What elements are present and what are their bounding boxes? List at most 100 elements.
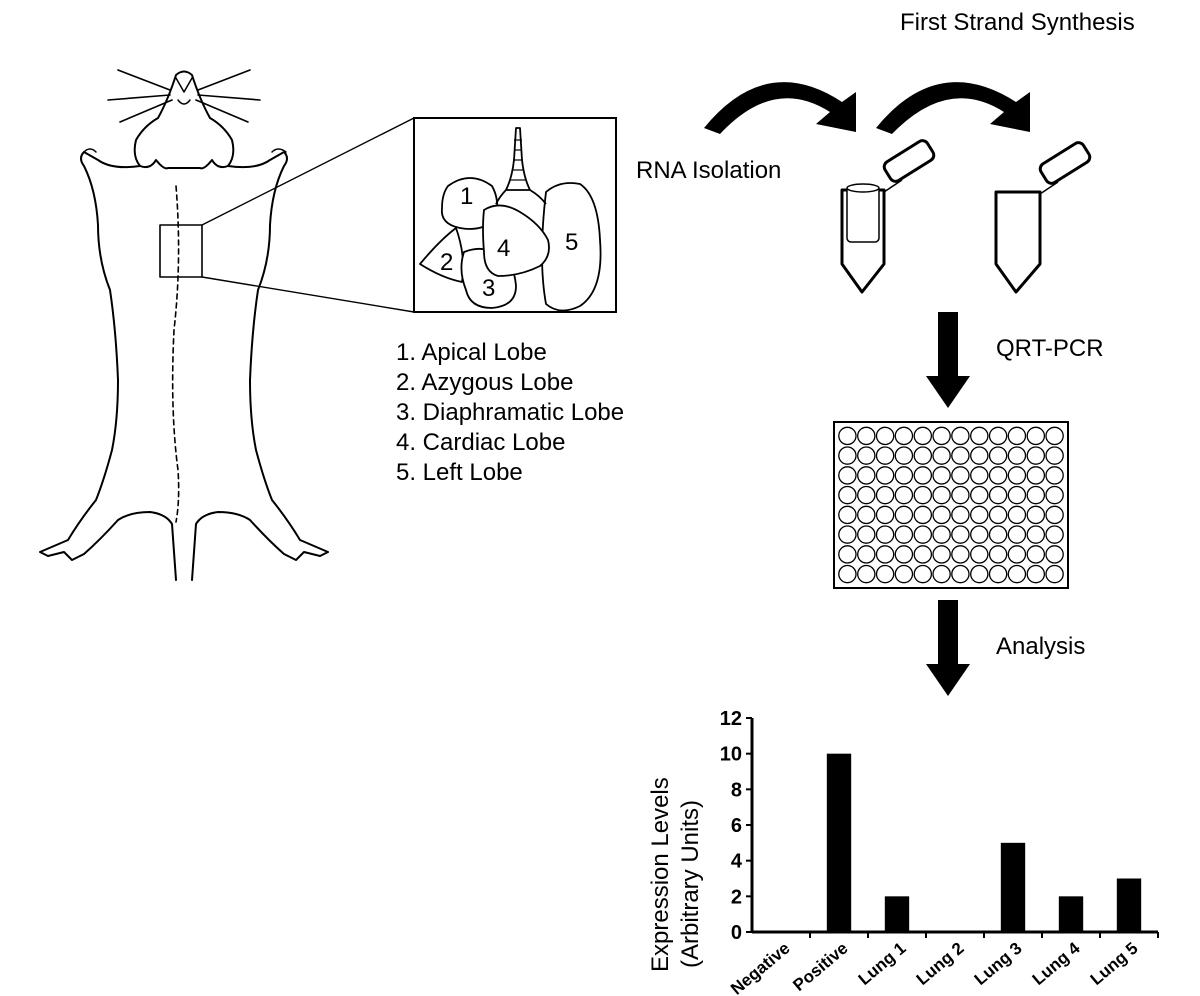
well bbox=[875, 446, 895, 465]
x-tick-label: Positive bbox=[789, 939, 851, 995]
chart-ylabel-line2: (Arbitrary Units) bbox=[677, 800, 704, 968]
tube-empty bbox=[994, 141, 1092, 294]
well bbox=[1026, 485, 1046, 505]
well bbox=[913, 505, 933, 525]
well bbox=[913, 545, 933, 564]
well bbox=[970, 525, 989, 544]
well bbox=[838, 545, 857, 564]
well bbox=[1045, 485, 1064, 505]
well bbox=[838, 485, 857, 505]
well bbox=[932, 466, 951, 485]
well bbox=[988, 426, 1008, 446]
lobe-number-1: 1 bbox=[460, 183, 473, 210]
well bbox=[1045, 525, 1064, 544]
mouse-head bbox=[133, 70, 235, 170]
well-grid bbox=[838, 426, 1064, 584]
well bbox=[857, 545, 876, 564]
well bbox=[988, 485, 1008, 505]
well bbox=[894, 545, 914, 564]
x-tick-label: Lung 4 bbox=[1029, 938, 1084, 989]
well bbox=[1007, 446, 1027, 465]
well bbox=[913, 466, 933, 485]
y-tick-label: 0 bbox=[731, 922, 742, 944]
well-plate bbox=[833, 421, 1069, 589]
well bbox=[894, 505, 914, 525]
well bbox=[970, 485, 989, 505]
well bbox=[1045, 505, 1064, 525]
well bbox=[951, 505, 970, 525]
well bbox=[1026, 545, 1046, 564]
first-strand-synthesis-label: First Strand Synthesis bbox=[900, 9, 1135, 36]
well bbox=[1007, 466, 1027, 485]
well bbox=[988, 446, 1008, 465]
well bbox=[932, 446, 951, 465]
x-tick-label: Lung 5 bbox=[1087, 939, 1142, 989]
well bbox=[988, 545, 1008, 564]
well bbox=[932, 564, 951, 584]
x-tick-label: Lung 3 bbox=[971, 939, 1026, 989]
well bbox=[932, 525, 951, 544]
well bbox=[1026, 564, 1046, 584]
chart-ylabel-line1: Expression Levels bbox=[647, 777, 674, 972]
well bbox=[970, 545, 989, 564]
well bbox=[838, 564, 857, 584]
y-tick-label: 8 bbox=[731, 779, 742, 801]
well bbox=[988, 466, 1008, 485]
lobe-number-2: 2 bbox=[440, 249, 453, 276]
well bbox=[838, 525, 857, 544]
well bbox=[970, 505, 989, 525]
lobe-legend: 1. Apical Lobe 2. Azygous Lobe 3. Diaphr… bbox=[396, 339, 624, 486]
rna-isolation-arrow bbox=[704, 82, 856, 134]
well bbox=[913, 485, 933, 505]
lung-inset: 1 2 3 4 5 bbox=[413, 117, 617, 313]
well bbox=[951, 426, 970, 446]
well bbox=[970, 426, 989, 446]
well bbox=[894, 466, 914, 485]
well bbox=[932, 545, 951, 564]
y-tick-label: 2 bbox=[731, 886, 742, 908]
well bbox=[913, 564, 933, 584]
y-tick-label: 4 bbox=[731, 851, 743, 873]
well bbox=[875, 426, 895, 446]
well bbox=[1045, 564, 1064, 584]
well bbox=[1007, 485, 1027, 505]
x-tick-label: Negative bbox=[727, 939, 794, 996]
well bbox=[875, 525, 895, 544]
well bbox=[1026, 466, 1046, 485]
well bbox=[857, 466, 876, 485]
well bbox=[838, 426, 857, 446]
well bbox=[1026, 426, 1046, 446]
well bbox=[857, 525, 876, 544]
well bbox=[1045, 466, 1064, 485]
lobe-number-5: 5 bbox=[565, 229, 578, 256]
well bbox=[857, 485, 876, 505]
well bbox=[970, 466, 989, 485]
lobe-cardiac bbox=[482, 204, 550, 277]
well bbox=[1007, 505, 1027, 525]
well bbox=[838, 446, 857, 465]
well bbox=[857, 446, 876, 465]
expression-chart: Expression Levels (Arbitrary Units) 0 2 4 6… bbox=[647, 708, 1159, 996]
y-tick-label: 6 bbox=[731, 815, 742, 837]
y-tick-label: 12 bbox=[720, 708, 742, 730]
well bbox=[1045, 446, 1064, 465]
curved-arrows bbox=[704, 82, 1030, 134]
well bbox=[894, 446, 914, 465]
whiskers bbox=[107, 69, 261, 123]
chart-axes bbox=[746, 717, 1159, 938]
straight-arrows bbox=[926, 312, 970, 696]
well bbox=[875, 564, 895, 584]
well bbox=[857, 505, 876, 525]
legend-item-1: 1. Apical Lobe bbox=[396, 339, 547, 366]
well bbox=[1045, 426, 1064, 446]
lobe-left bbox=[541, 182, 602, 312]
well bbox=[875, 545, 895, 564]
bar-lung-5 bbox=[1116, 878, 1142, 932]
well bbox=[857, 564, 876, 584]
tube-with-rna bbox=[840, 139, 936, 294]
analysis-label: Analysis bbox=[996, 633, 1085, 660]
bar-lung-3 bbox=[1000, 842, 1026, 932]
well bbox=[1007, 525, 1027, 544]
legend-item-2: 2. Azygous Lobe bbox=[396, 369, 573, 396]
